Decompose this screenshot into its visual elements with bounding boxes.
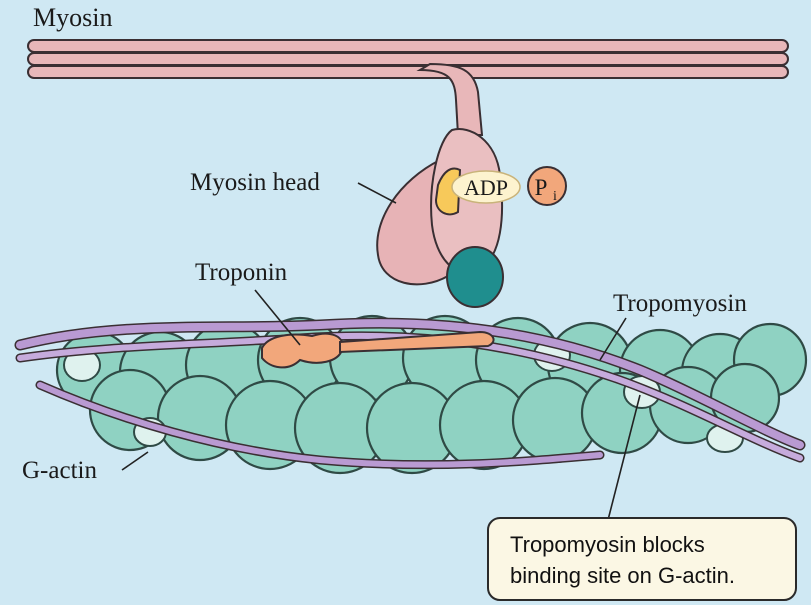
adp-badge: ADP bbox=[452, 171, 520, 203]
pi-label: P bbox=[535, 175, 548, 200]
pi-badge: P i bbox=[528, 167, 566, 205]
label-tropomyosin: Tropomyosin bbox=[613, 290, 747, 317]
adp-label: ADP bbox=[464, 175, 508, 200]
label-g-actin: G-actin bbox=[22, 457, 97, 484]
callout-line-1: Tropomyosin blocks bbox=[510, 532, 705, 557]
pi-subscript: i bbox=[553, 189, 557, 204]
label-troponin: Troponin bbox=[195, 259, 288, 286]
label-myosin-head: Myosin head bbox=[190, 169, 320, 196]
callout-line-2: binding site on G-actin. bbox=[510, 563, 735, 588]
myosin-filament bbox=[28, 40, 788, 78]
label-myosin: Myosin bbox=[33, 3, 112, 32]
